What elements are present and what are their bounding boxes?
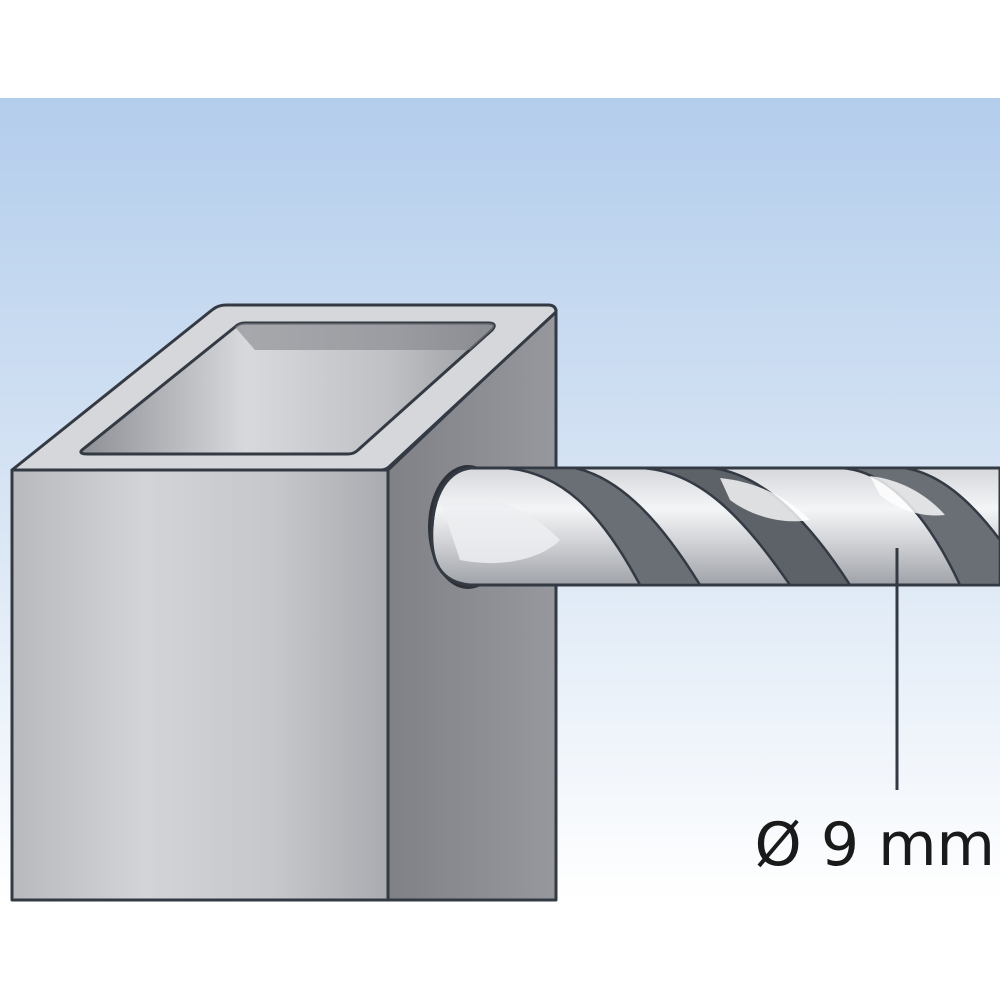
drill-flute-2: [638, 468, 852, 585]
drill-highlight-1: [440, 497, 560, 564]
twist-drill-bit: [428, 465, 1000, 589]
square-tube-post: [10, 303, 558, 902]
drill-highlight-2: [720, 478, 810, 522]
drill-highlight-3: [870, 476, 945, 516]
post-inner-wall: [235, 323, 495, 350]
drill-tip-edge: [430, 466, 471, 528]
dimension-label: Ø 9 mm: [755, 810, 995, 880]
drill-flute-1: [503, 468, 702, 585]
post-front-face: [10, 468, 390, 902]
